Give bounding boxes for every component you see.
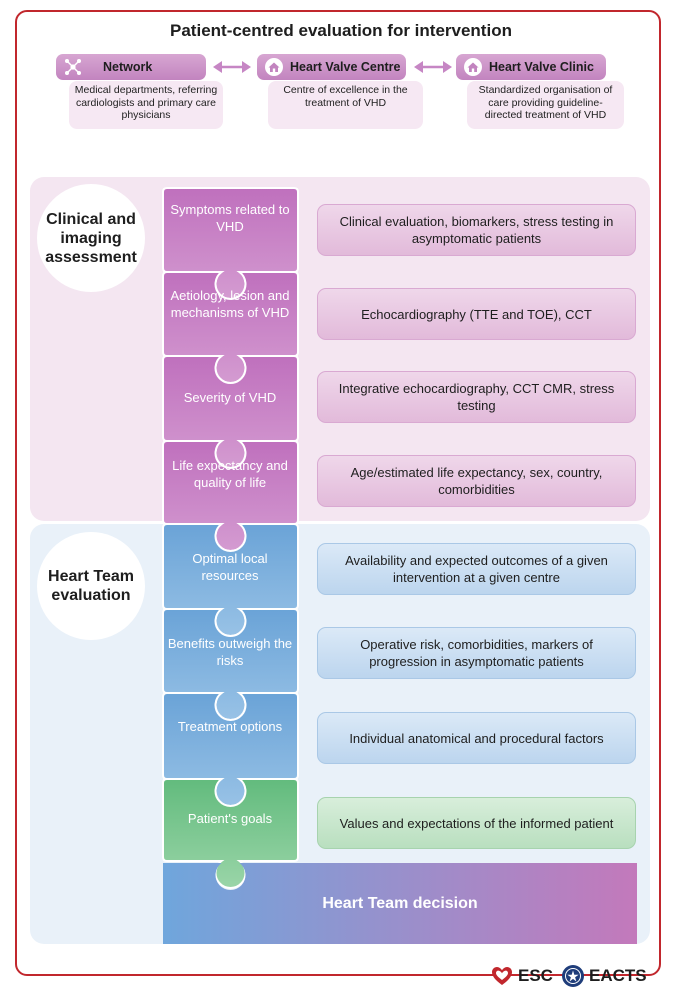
heart-team-decision-label: Heart Team decision [322,895,478,912]
detail-box-severity: Integrative echocardiography, CCT CMR, s… [317,371,636,423]
entity-label: Heart Valve Clinic [489,60,594,74]
decision-base-shape [163,863,637,944]
step-label-symptoms: Symptoms related to VHD [170,202,290,234]
heart-valve-clinic-pill: Heart Valve Clinic [456,54,606,80]
eacts-logo-text: EACTS [589,966,647,985]
step-label-treatment-options: Treatment options [177,719,283,734]
step-label-benefits-risks: Benefits outweigh the risks [167,636,293,668]
eacts-seal-icon [562,965,584,987]
detail-box-aetiology: Echocardiography (TTE and TOE), CCT [317,288,636,340]
step-label-local-resources: Optimal local resources [192,551,268,583]
detail-box-treatment-options: Individual anatomical and procedural fac… [317,712,636,764]
double-arrow-icon [414,61,452,73]
heart-team-label: Heart Team evaluation [37,532,145,640]
figure-frame [15,10,661,976]
step-label-patient-goals: Patient's goals [187,811,273,826]
clinical-imaging-label: Clinical and imaging assessment [37,184,145,292]
heart-valve-centre-pill: Heart Valve Centre [257,54,406,80]
heart-logo-icon [492,967,512,985]
house-icon [464,58,482,76]
puzzle-piece-patient-goals [162,778,299,889]
puzzle-pieces [162,187,299,889]
figure-title: Patient-centred evaluation for intervent… [170,21,512,40]
step-label-aetiology: Aetiology, lesion and mechanisms of VHD [170,288,290,320]
detail-box-patient-goals: Values and expectations of the informed … [317,797,636,849]
esc-logo: ESC [490,964,553,988]
network-icon [65,59,81,75]
entity-label: Heart Valve Centre [290,60,401,74]
entity-description: Standardized organisation of care provid… [467,81,624,129]
entity-description: Medical departments, referring cardiolog… [69,81,223,129]
detail-box-symptoms: Clinical evaluation, biomarkers, stress … [317,204,636,256]
esc-logo-text: ESC [518,966,553,985]
eacts-logo: EACTS [561,964,647,988]
detail-box-local-resources: Availability and expected outcomes of a … [317,543,636,595]
entity-label: Network [103,60,153,74]
network-pill: Network [56,54,206,80]
heart-team-decision-piece [163,863,637,944]
detail-box-life-expectancy: Age/estimated life expectancy, sex, coun… [317,455,636,507]
double-arrow-icon [213,61,251,73]
step-label-life-expectancy: Life expectancy and quality of life [172,458,288,490]
step-label-severity: Severity of VHD [183,390,277,405]
entity-description: Centre of excellence in the treatment of… [268,81,423,129]
detail-box-benefits-risks: Operative risk, comorbidities, markers o… [317,627,636,679]
house-icon [265,58,283,76]
